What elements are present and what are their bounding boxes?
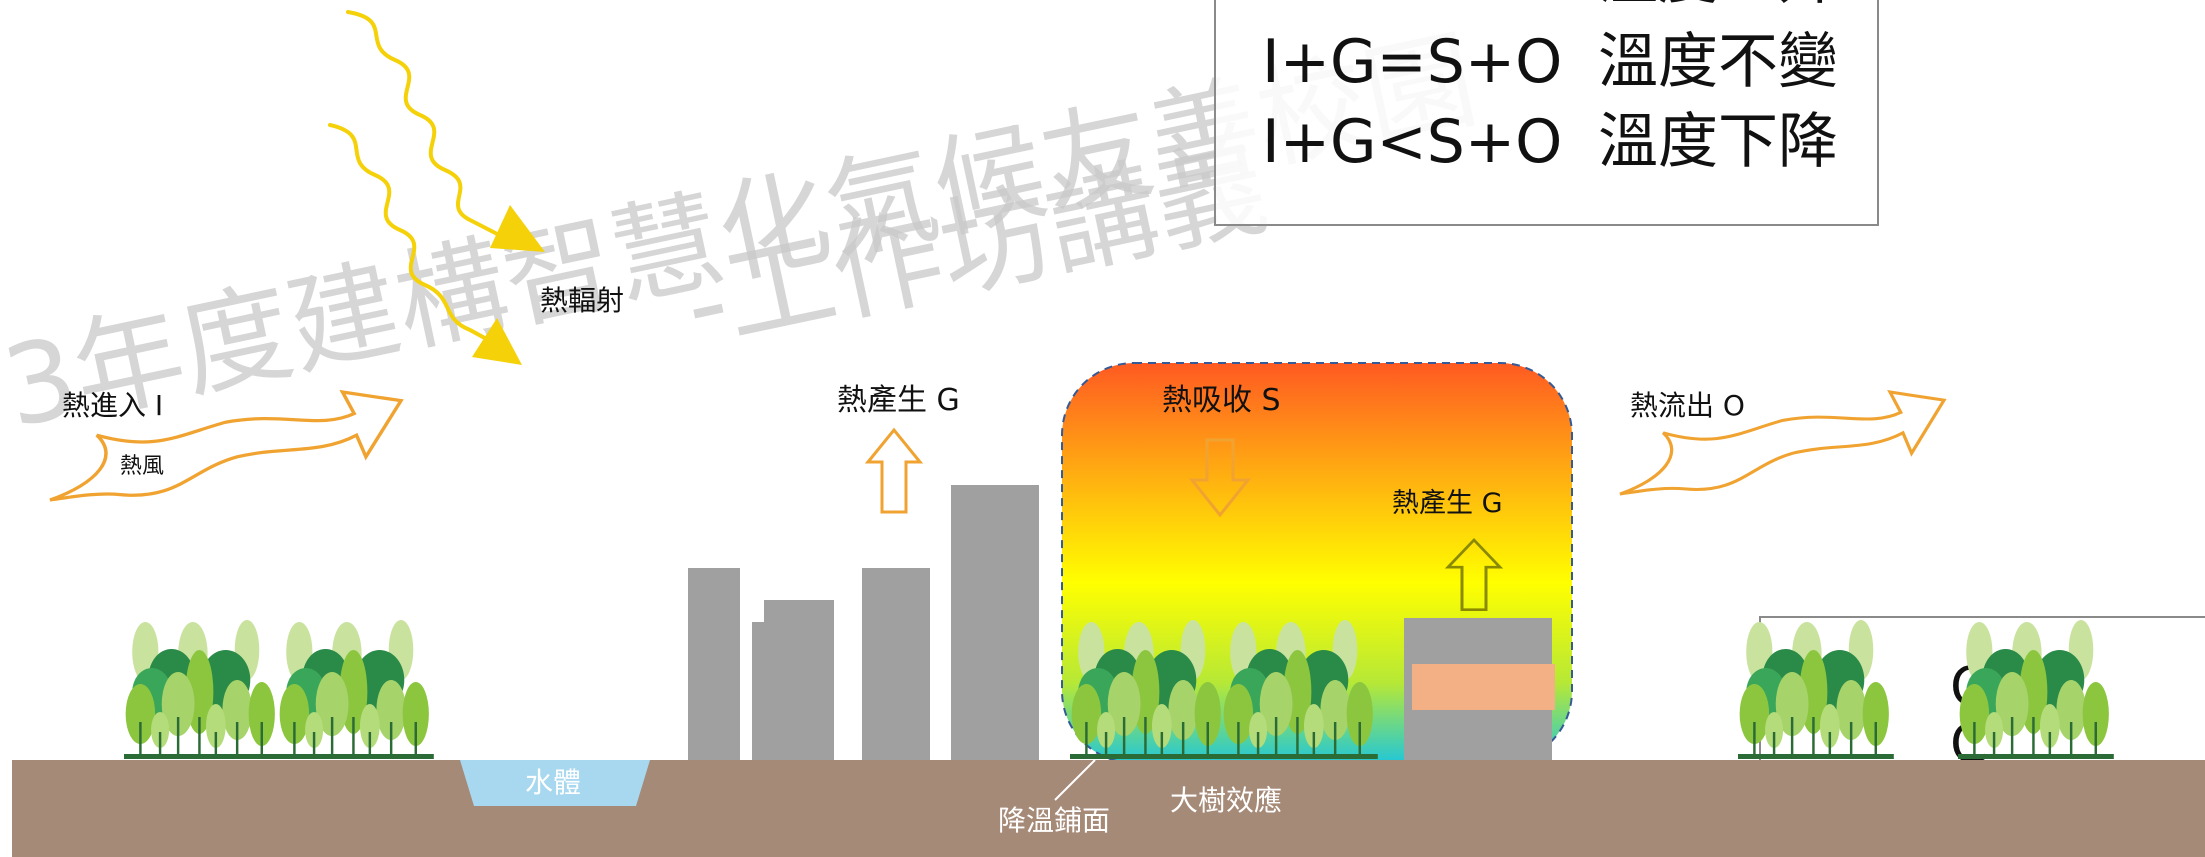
equation-result-2: 溫度不變 [1598,27,1838,97]
water-body-label: 水體 [525,766,581,799]
accent-band [1412,664,1555,710]
down-arrow-icon [1188,438,1252,518]
heat-out-label: 熱流出 O [1630,389,1745,422]
pavement-pointer [1054,759,1096,801]
up-arrow-icon [866,428,922,514]
equation-result-3: 溫度下降 [1598,107,1838,177]
sun-ray-arrowheads [472,205,545,365]
hot-wind-label: 熱風 [120,454,164,479]
heat-gen-label: 熱產生 G [837,383,960,418]
ground [12,760,2205,857]
radiation-label: 熱輻射 [540,284,624,317]
heat-in-label: 熱進入 I [62,389,163,422]
heat-absorb-label: 熱吸收 S [1162,383,1281,418]
big-tree-effect-label: 大樹效應 [1170,784,1282,817]
equation-formula-2: I+G=S+O [1262,27,1562,97]
equation-box: I+G>S+O 溫度上升 I+G=S+O 溫度不變 I+G<S+O 溫度下降 [1214,0,1879,226]
water-body [460,760,650,806]
equation-formula-1: I+G>S+O [1262,0,1562,13]
sun-ray-icon [328,10,507,344]
heat-gen-inner-label: 熱產生 G [1392,488,1503,519]
equation-formula-3: I+G<S+O [1262,107,1562,177]
cool-pavement-label: 降溫鋪面 [998,804,1110,837]
equation-result-1: 溫度上升 [1598,0,1838,13]
